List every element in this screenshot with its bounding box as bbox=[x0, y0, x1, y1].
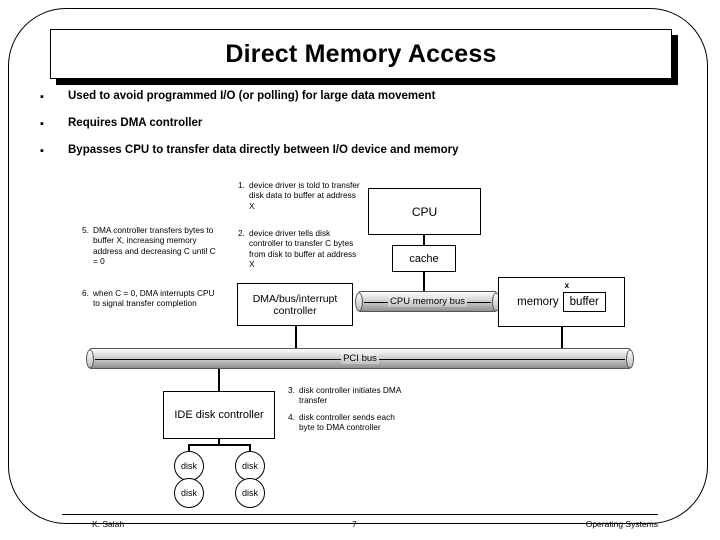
step-number: 3. bbox=[288, 385, 295, 395]
step-text: DMA controller transfers bytes to buffer… bbox=[93, 225, 216, 267]
bus-left-cap-icon bbox=[355, 292, 363, 311]
step-text: device driver tells disk controller to t… bbox=[249, 228, 357, 270]
step-number: 1. bbox=[238, 180, 245, 190]
step-number: 6. bbox=[82, 288, 89, 298]
step-note-6: 6. when C = 0, DMA interrupts CPU to sig… bbox=[82, 288, 220, 309]
bullet-list: ▪ Used to avoid programmed I/O (or polli… bbox=[40, 90, 660, 171]
step-text: when C = 0, DMA interrupts CPU to signal… bbox=[93, 288, 215, 309]
step-text: disk controller initiates DMA transfer bbox=[299, 385, 401, 406]
ide-disk-branch-connector bbox=[188, 444, 250, 446]
step-number: 5. bbox=[82, 225, 89, 235]
slide-border-frame bbox=[8, 8, 708, 524]
ide-disk-left-drop bbox=[188, 444, 190, 452]
bullet-text: Used to avoid programmed I/O (or polling… bbox=[68, 90, 436, 102]
cpu-cache-connector bbox=[423, 235, 425, 246]
step-note-5: 5. DMA controller transfers bytes to buf… bbox=[82, 225, 220, 267]
bullet-square-icon: ▪ bbox=[40, 91, 44, 103]
memory-box[interactable]: memory x buffer bbox=[498, 277, 625, 327]
ide-disk-controller-box[interactable]: IDE disk controller bbox=[163, 391, 275, 439]
bullet-text: Bypasses CPU to transfer data directly b… bbox=[68, 144, 459, 156]
disk-1[interactable]: disk bbox=[174, 451, 204, 481]
cache-bus-connector bbox=[423, 272, 425, 291]
dma-pci-connector bbox=[295, 326, 297, 349]
bus-left-cap-icon bbox=[86, 349, 94, 368]
dma-controller-label-line1: DMA/bus/interrupt bbox=[252, 292, 338, 305]
step-note-1: 1. device driver is told to transfer dis… bbox=[238, 180, 360, 211]
footer-divider bbox=[62, 514, 658, 515]
pci-bus[interactable]: PCI bus bbox=[86, 348, 634, 369]
footer-course: Operating Systems bbox=[585, 519, 658, 529]
step-note-4: 4. disk controller sends each byte to DM… bbox=[288, 412, 408, 433]
bus-right-cap-icon bbox=[626, 349, 634, 368]
list-item: ▪ Used to avoid programmed I/O (or polli… bbox=[40, 90, 660, 117]
page-title: Direct Memory Access bbox=[225, 39, 497, 68]
cache-box[interactable]: cache bbox=[392, 245, 456, 272]
step-note-3: 3. disk controller initiates DMA transfe… bbox=[288, 385, 408, 406]
bullet-square-icon: ▪ bbox=[40, 145, 44, 157]
dma-controller-box[interactable]: DMA/bus/interrupt controller bbox=[237, 283, 353, 326]
step-text: device driver is told to transfer disk d… bbox=[249, 180, 360, 211]
cpu-memory-bus[interactable]: CPU memory bus bbox=[355, 291, 500, 312]
footer-page-number: 7 bbox=[352, 519, 357, 529]
footer-author: K. Salah bbox=[92, 519, 125, 529]
bullet-square-icon: ▪ bbox=[40, 118, 44, 130]
list-item: ▪ Bypasses CPU to transfer data directly… bbox=[40, 144, 660, 171]
step-number: 4. bbox=[288, 412, 295, 422]
pci-bus-label: PCI bus bbox=[341, 353, 379, 364]
step-text: disk controller sends each byte to DMA c… bbox=[299, 412, 395, 433]
memory-pci-connector bbox=[561, 327, 563, 349]
list-item: ▪ Requires DMA controller bbox=[40, 117, 660, 144]
disk-2[interactable]: disk bbox=[235, 451, 265, 481]
title-box: Direct Memory Access bbox=[50, 29, 672, 79]
dma-controller-label-line2: controller bbox=[273, 304, 317, 317]
buffer-box[interactable]: buffer bbox=[562, 292, 606, 312]
ide-disk-right-drop bbox=[249, 444, 251, 452]
cpu-box[interactable]: CPU bbox=[368, 188, 481, 235]
step-note-2: 2. device driver tells disk controller t… bbox=[238, 228, 360, 270]
pci-ide-connector bbox=[218, 369, 220, 391]
ide-disk-trunk-connector bbox=[218, 439, 220, 445]
cpu-memory-bus-label: CPU memory bus bbox=[388, 296, 467, 307]
step-number: 2. bbox=[238, 228, 245, 238]
disk-3[interactable]: disk bbox=[174, 478, 204, 508]
buffer-address-marker: x bbox=[564, 281, 570, 290]
bullet-text: Requires DMA controller bbox=[68, 117, 203, 129]
disk-4[interactable]: disk bbox=[235, 478, 265, 508]
memory-label: memory bbox=[517, 296, 559, 308]
